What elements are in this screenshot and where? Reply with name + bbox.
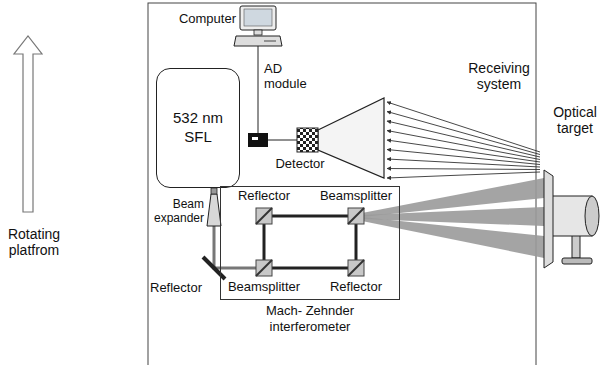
receiving-telescope bbox=[318, 98, 384, 178]
component-label: Reflector bbox=[229, 189, 299, 204]
interferometer-optics bbox=[256, 208, 364, 276]
component-label: Beam expander bbox=[150, 198, 204, 226]
laser-label: 532 nm SFL bbox=[168, 109, 228, 147]
optical-target bbox=[544, 170, 599, 268]
beam-expander bbox=[207, 194, 221, 226]
device-label: Receiving system bbox=[462, 60, 536, 92]
return-ray bbox=[387, 172, 540, 178]
signal-wire bbox=[258, 46, 259, 133]
component-label: Reflector bbox=[150, 281, 208, 296]
rotation-arrow bbox=[14, 36, 42, 212]
device-label: Optical target bbox=[545, 104, 605, 136]
computer-icon bbox=[234, 6, 282, 46]
platform-frame bbox=[148, 3, 536, 365]
detector bbox=[297, 128, 318, 152]
return-rays bbox=[387, 102, 540, 178]
return-ray bbox=[387, 140, 540, 162]
component-label: Beamsplitter bbox=[316, 189, 396, 204]
ad-module bbox=[248, 133, 268, 147]
component-label: Beamsplitter bbox=[226, 280, 302, 295]
return-ray bbox=[387, 112, 540, 155]
return-ray bbox=[387, 131, 540, 160]
device-label: AD module bbox=[264, 62, 316, 92]
interferometer-label: Mach- Zehnder interferometer bbox=[250, 303, 370, 334]
return-ray bbox=[387, 102, 540, 152]
platform-label: Rotating platfrom bbox=[2, 226, 66, 258]
component-label: Reflector bbox=[321, 280, 391, 295]
return-ray bbox=[387, 150, 540, 165]
return-ray bbox=[387, 159, 540, 167]
return-ray bbox=[387, 169, 540, 170]
laser-box: 532 nm SFL bbox=[156, 68, 240, 188]
device-label: Detector bbox=[270, 157, 330, 172]
fiber-connector bbox=[211, 188, 217, 194]
signal-wire bbox=[268, 140, 297, 141]
interferometer-beams bbox=[220, 216, 356, 268]
device-label: Computer bbox=[174, 12, 236, 27]
